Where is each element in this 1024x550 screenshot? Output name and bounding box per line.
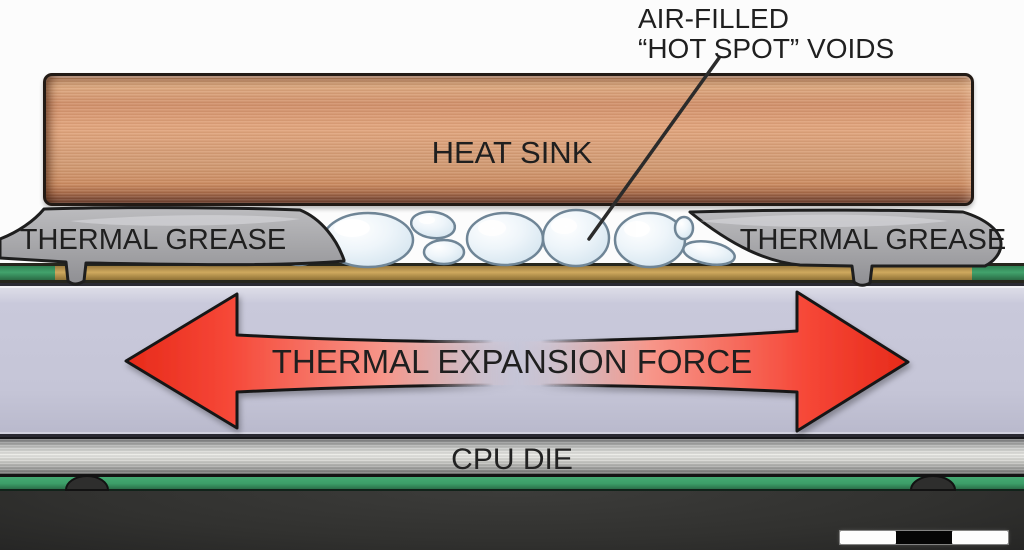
scale-bar [840,531,1008,544]
scale-bar-segment-white [840,531,896,544]
pcb-edge-left-strip [0,263,55,283]
void-bubbles [280,208,736,269]
void-annotation: AIR-FILLED “HOT SPOT” VOIDS [638,4,894,64]
scale-bar-segment-white [952,531,1008,544]
thermal-grease-right-blob [688,208,1003,287]
void-bubble [465,211,545,267]
solder-bump-right [909,475,957,491]
expansion-arrow [124,290,910,433]
void-annotation-line2: “HOT SPOT” VOIDS [638,33,895,64]
void-bubble [613,211,687,269]
void-bubble [409,210,457,240]
pcb-edge-right-strip [972,263,1024,283]
thermal-grease-left-label: THERMAL GREASE [19,224,287,256]
heat-sink-layer [43,73,974,206]
void-bubble [422,238,466,266]
void-annotation-line1: AIR-FILLED [638,3,789,34]
solder-bump-left [64,475,110,491]
void-bubble-highlights [334,216,650,237]
pcb-layer [0,477,1024,491]
cpu-die-label: CPU DIE [451,443,573,476]
expansion-force-label: THERMAL EXPANSION FORCE [271,343,753,380]
void-bubble [682,240,736,266]
thermal-grease-left-blob [0,206,346,286]
cpu-die-layer [0,437,1024,477]
heat-sink-label: HEAT SINK [431,135,593,170]
thermal-grease-right-label: THERMAL GREASE [739,224,1007,256]
thermal-grease-highlights [70,214,948,227]
scale-bar-segment-black [896,531,952,544]
void-bubble [541,208,611,268]
leader-line [587,56,721,241]
void-bubble [673,215,695,241]
